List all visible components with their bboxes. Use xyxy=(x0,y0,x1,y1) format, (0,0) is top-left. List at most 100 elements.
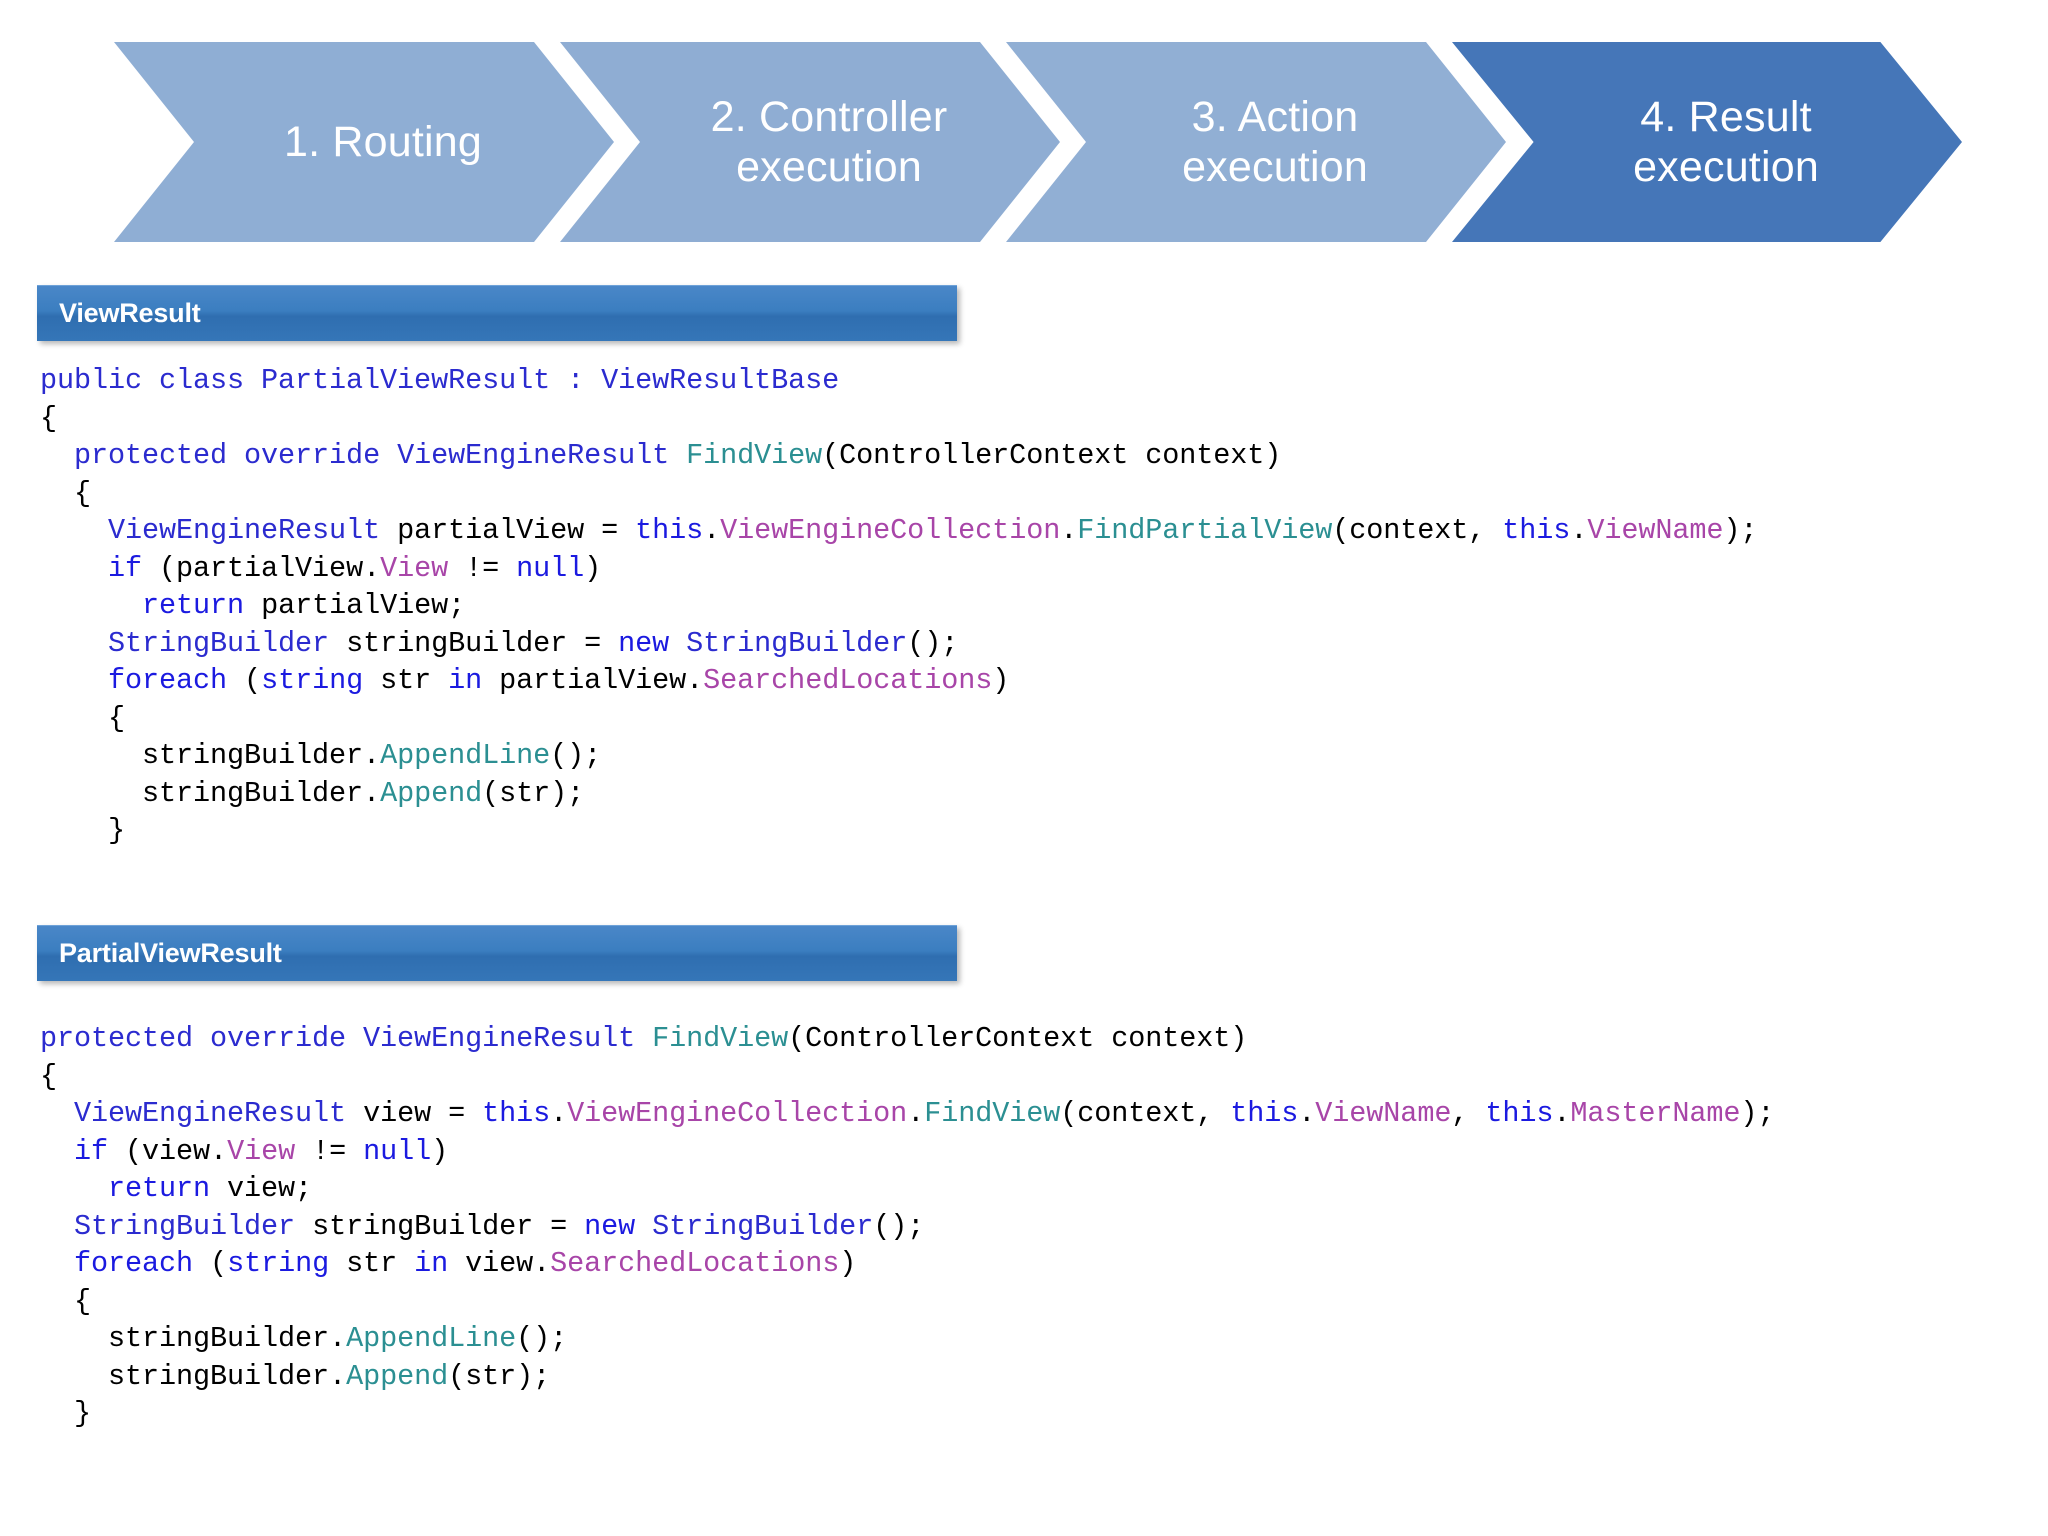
code-token: string xyxy=(261,664,364,697)
code-token: (partialView. xyxy=(142,551,381,585)
code-token: ViewEngineResult xyxy=(74,1097,347,1130)
code-token: . xyxy=(1298,1097,1316,1130)
code-token: (context, xyxy=(1332,514,1503,547)
code-line: if (partialView.View != null) xyxy=(40,550,1757,588)
code-line: { xyxy=(40,700,1757,738)
code-token xyxy=(40,1097,74,1130)
code-line: stringBuilder.Append(str); xyxy=(40,1358,1774,1396)
process-step-controller-execution[interactable]: 2. Controller execution xyxy=(560,42,1060,242)
process-step-label: 2. Controller execution xyxy=(710,92,948,191)
code-token: ) xyxy=(839,1247,857,1280)
code-token: partialView. xyxy=(482,664,704,697)
code-line: return partialView; xyxy=(40,587,1757,625)
code-token: this xyxy=(635,514,704,547)
code-token: this xyxy=(482,1097,551,1130)
code-token: ( xyxy=(193,1247,228,1280)
process-step-result-execution[interactable]: 4. Result execution xyxy=(1452,42,1962,242)
code-token: { xyxy=(40,476,92,510)
code-token: ); xyxy=(1740,1097,1775,1130)
code-token: stringBuilder. xyxy=(40,1359,347,1393)
code-token: stringBuilder = xyxy=(295,1209,585,1243)
code-token: partialView; xyxy=(244,589,466,622)
code-line: { xyxy=(40,475,1757,513)
code-token: SearchedLocations xyxy=(703,664,993,697)
code-token: in xyxy=(414,1247,449,1280)
code-token: new xyxy=(618,626,670,660)
code-token: . xyxy=(1553,1097,1571,1130)
code-token: stringBuilder. xyxy=(40,776,381,810)
code-token: ViewName xyxy=(1315,1097,1452,1130)
code-token: ); xyxy=(1723,514,1758,547)
code-line: StringBuilder stringBuilder = new String… xyxy=(40,1208,1774,1246)
code-token: View xyxy=(380,551,449,585)
code-token: string xyxy=(227,1247,330,1280)
code-token: str xyxy=(363,664,449,697)
code-token: { xyxy=(40,1059,58,1093)
code-token: ( xyxy=(227,664,262,697)
code-token: . xyxy=(1570,514,1588,547)
code-line: stringBuilder.AppendLine(); xyxy=(40,737,1757,775)
code-token: StringBuilder xyxy=(108,626,330,660)
process-step-action-execution[interactable]: 3. Action execution xyxy=(1006,42,1506,242)
code-line: } xyxy=(40,812,1757,850)
code-token: if xyxy=(108,551,143,585)
code-token: ViewEngineCollection xyxy=(720,514,1061,547)
code-token: . xyxy=(1060,514,1078,547)
code-token: (context, xyxy=(1060,1097,1231,1130)
code-token: (); xyxy=(907,626,959,660)
code-token: new xyxy=(584,1209,636,1243)
code-token: MasterName xyxy=(1570,1097,1741,1130)
code-token: ) xyxy=(584,551,602,585)
code-token: protected override ViewEngineResult xyxy=(74,439,687,472)
section-banner-label: PartialViewResult xyxy=(59,938,282,968)
code-token: foreach xyxy=(74,1247,194,1280)
code-token xyxy=(669,627,686,660)
code-token: { xyxy=(40,1284,92,1318)
process-step-label: 1. Routing xyxy=(283,117,483,166)
code-token: Append xyxy=(346,1359,449,1393)
code-token: (str); xyxy=(448,1359,551,1393)
code-token: null xyxy=(363,1134,432,1168)
code-line: { xyxy=(40,1058,1774,1096)
code-token: return xyxy=(142,589,245,622)
code-token: != xyxy=(448,551,517,585)
code-token: (ControllerContext context) xyxy=(788,1022,1248,1055)
process-step-routing[interactable]: 1. Routing xyxy=(114,42,614,242)
code-token: ViewEngineResult xyxy=(108,514,381,547)
code-token: ) xyxy=(431,1134,449,1168)
code-token: != xyxy=(295,1134,364,1168)
code-token: view; xyxy=(210,1172,313,1205)
code-token: Append xyxy=(380,776,483,810)
section-banner-label: ViewResult xyxy=(59,298,201,328)
code-token: . xyxy=(703,514,721,547)
code-token: . xyxy=(550,1097,568,1130)
code-token: } xyxy=(40,814,126,847)
code-token: FindPartialView xyxy=(1077,514,1333,547)
code-token xyxy=(40,1210,74,1243)
code-token: (str); xyxy=(482,776,585,810)
code-token xyxy=(40,1172,108,1205)
code-block-viewresult: public class PartialViewResult : ViewRes… xyxy=(40,362,1757,850)
code-token: null xyxy=(516,551,585,585)
code-token: view = xyxy=(346,1097,483,1130)
code-token: in xyxy=(448,664,483,697)
code-token: (); xyxy=(550,739,602,772)
code-token: (ControllerContext context) xyxy=(822,439,1282,472)
code-token: ViewName xyxy=(1587,514,1724,547)
code-line: ViewEngineResult view = this.ViewEngineC… xyxy=(40,1095,1775,1133)
code-token xyxy=(635,1210,652,1243)
code-token: public class PartialViewResult : ViewRes… xyxy=(40,364,840,397)
code-token xyxy=(40,439,74,472)
process-step-label: 3. Action execution xyxy=(1182,92,1368,191)
code-token xyxy=(40,552,108,585)
code-token: AppendLine xyxy=(346,1322,517,1355)
code-token: View xyxy=(227,1134,296,1168)
code-token: FindView xyxy=(686,439,823,472)
code-token: ViewEngineCollection xyxy=(567,1097,908,1130)
code-token xyxy=(40,1135,74,1168)
code-token: view. xyxy=(448,1247,551,1280)
section-banner-partialviewresult: PartialViewResult xyxy=(37,925,957,981)
code-token: this xyxy=(1502,514,1571,547)
code-token xyxy=(40,514,108,547)
code-token: StringBuilder xyxy=(74,1209,296,1243)
